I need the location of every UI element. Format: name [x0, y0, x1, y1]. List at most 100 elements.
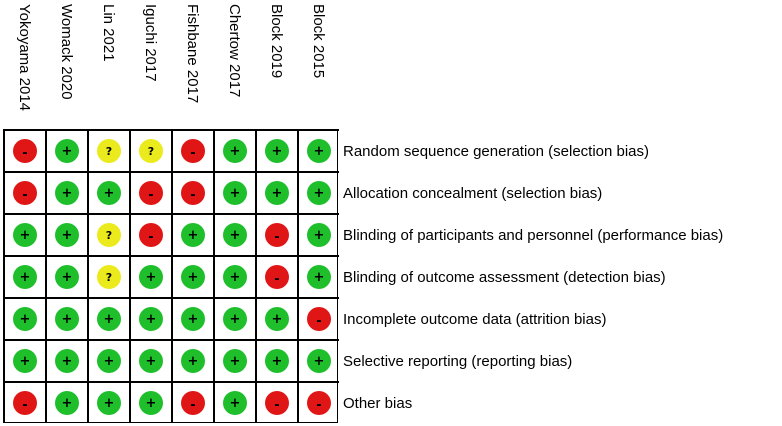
judgement-symbol: + — [103, 395, 115, 411]
high-risk-icon: - — [139, 223, 163, 247]
low-risk-icon: + — [97, 181, 121, 205]
judgement-cell: + — [87, 297, 129, 339]
judgement-symbol: + — [187, 227, 199, 243]
low-risk-icon: + — [55, 223, 79, 247]
high-risk-icon: - — [13, 181, 37, 205]
judgement-symbol: + — [313, 227, 325, 243]
judgement-symbol: + — [229, 143, 241, 159]
domain-label: Selective reporting (reporting bias) — [343, 353, 573, 370]
low-risk-icon: + — [181, 307, 205, 331]
judgement-cell: + — [171, 339, 213, 381]
study-label: Womack 2020 — [45, 4, 87, 128]
low-risk-icon: + — [223, 181, 247, 205]
judgement-cell: + — [213, 297, 255, 339]
judgement-symbol: ? — [105, 228, 113, 242]
judgement-symbol: + — [61, 227, 73, 243]
judgement-cell: - — [129, 171, 171, 213]
judgement-symbol: - — [148, 229, 154, 245]
high-risk-icon: - — [13, 139, 37, 163]
judgement-symbol: + — [103, 311, 115, 327]
low-risk-icon: + — [265, 307, 289, 331]
judgement-cell: + — [3, 213, 45, 255]
judgement-symbol: + — [145, 269, 157, 285]
judgement-symbol: + — [19, 311, 31, 327]
judgement-cell: - — [129, 213, 171, 255]
study-name: Block 2019 — [268, 4, 285, 79]
study-label: Chertow 2017 — [213, 4, 255, 128]
judgement-symbol: + — [229, 227, 241, 243]
low-risk-icon: + — [223, 391, 247, 415]
judgement-symbol: ? — [105, 270, 113, 284]
study-name: Block 2015 — [310, 4, 327, 79]
high-risk-icon: - — [307, 391, 331, 415]
judgement-cell: + — [3, 297, 45, 339]
low-risk-icon: + — [181, 223, 205, 247]
judgement-symbol: ? — [105, 144, 113, 158]
domain-label: Allocation concealment (selection bias) — [343, 185, 603, 202]
high-risk-icon: - — [181, 139, 205, 163]
judgement-symbol: - — [190, 397, 196, 413]
judgement-symbol: + — [19, 227, 31, 243]
study-label: Block 2015 — [297, 4, 339, 128]
judgement-cell: + — [255, 297, 297, 339]
low-risk-icon: + — [139, 349, 163, 373]
judgement-cell: + — [255, 339, 297, 381]
high-risk-icon: - — [181, 181, 205, 205]
judgement-cell: ? — [87, 129, 129, 171]
judgement-cell: + — [213, 255, 255, 297]
judgement-cell: + — [45, 213, 87, 255]
judgement-symbol: + — [19, 269, 31, 285]
study-name: Fishbane 2017 — [184, 4, 201, 104]
low-risk-icon: + — [13, 349, 37, 373]
judgement-cell: - — [297, 297, 339, 339]
low-risk-icon: + — [223, 307, 247, 331]
high-risk-icon: - — [265, 391, 289, 415]
judgement-cell: - — [3, 171, 45, 213]
judgement-cell: + — [297, 129, 339, 171]
judgement-symbol: + — [61, 269, 73, 285]
domain-row: + +? + + + - + — [3, 255, 339, 297]
judgement-cell: + — [297, 171, 339, 213]
judgement-symbol: + — [229, 311, 241, 327]
judgement-cell: + — [3, 255, 45, 297]
low-risk-icon: + — [55, 139, 79, 163]
judgement-symbol: + — [313, 353, 325, 369]
judgement-symbol: + — [313, 185, 325, 201]
judgement-cell: + — [45, 171, 87, 213]
judgement-cell: + — [213, 129, 255, 171]
low-risk-icon: + — [13, 265, 37, 289]
judgement-symbol: - — [274, 229, 280, 245]
study-label: Iguchi 2017 — [129, 4, 171, 128]
judgement-cell: + — [171, 297, 213, 339]
low-risk-icon: + — [223, 139, 247, 163]
low-risk-icon: + — [55, 181, 79, 205]
judgement-cell: + — [3, 339, 45, 381]
domain-label: Blinding of participants and personnel (… — [343, 227, 724, 244]
low-risk-icon: + — [307, 349, 331, 373]
judgement-cell: - — [255, 381, 297, 423]
judgement-symbol: + — [145, 353, 157, 369]
high-risk-icon: - — [181, 391, 205, 415]
judgement-cell: + — [87, 339, 129, 381]
high-risk-icon: - — [13, 391, 37, 415]
study-label: Fishbane 2017 — [171, 4, 213, 128]
domain-row: ++++++++ — [3, 339, 339, 381]
low-risk-icon: + — [181, 349, 205, 373]
low-risk-icon: + — [97, 307, 121, 331]
judgement-symbol: + — [271, 143, 283, 159]
low-risk-icon: + — [181, 265, 205, 289]
low-risk-icon: + — [223, 349, 247, 373]
judgement-cell: + — [297, 339, 339, 381]
judgement-cell: + — [45, 255, 87, 297]
judgement-symbol: + — [271, 311, 283, 327]
judgement-symbol: ? — [147, 144, 155, 158]
study-label: Block 2019 — [255, 4, 297, 128]
low-risk-icon: + — [307, 265, 331, 289]
judgement-cell: + — [129, 255, 171, 297]
judgement-symbol: - — [274, 271, 280, 287]
study-name: Lin 2021 — [100, 4, 117, 62]
judgement-symbol: - — [190, 145, 196, 161]
low-risk-icon: + — [139, 307, 163, 331]
judgement-cell: + — [129, 381, 171, 423]
unclear-risk-icon: ? — [97, 139, 121, 163]
